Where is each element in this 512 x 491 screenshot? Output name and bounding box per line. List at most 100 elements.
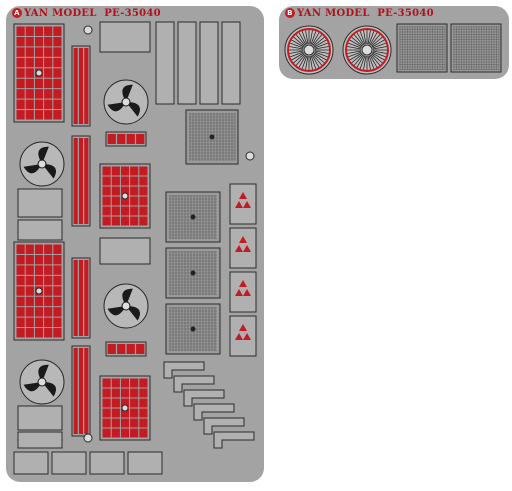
grille-a2-cell: [34, 328, 44, 338]
grille-a1-cell: [25, 26, 34, 36]
grille-a4-cell: [120, 388, 130, 398]
grille-a1-cell: [53, 89, 62, 99]
fan-a1-blade: [42, 164, 57, 179]
fan-b2-spoke: [367, 55, 371, 70]
slats-a1-slat: [84, 48, 89, 124]
fan-b2-spoke: [372, 51, 386, 58]
grille-a1-frame: [13, 23, 65, 123]
grille-a4-cell: [120, 418, 130, 428]
grille-a3-cell: [102, 176, 111, 186]
grille-a3-cell: [111, 176, 120, 186]
fan-b1-spoke: [314, 46, 329, 50]
grille-a2-cell: [44, 244, 53, 254]
hole-a3: [245, 151, 255, 161]
grille-a3-cell: [130, 166, 139, 176]
fan-b2-spoke: [370, 54, 381, 66]
grille-a4-cell: [111, 388, 120, 398]
slats-a4-slat: [73, 348, 78, 434]
grille-a1-cell: [53, 57, 62, 68]
bracket-part: [213, 431, 255, 449]
fan-b1-spoke: [314, 50, 329, 54]
grille-a1-cell: [25, 36, 34, 47]
slats-a1-slat: [73, 48, 78, 124]
grille-a1-cell: [16, 89, 25, 99]
fan-b1-spoke: [295, 54, 306, 66]
fan-b2-spoke: [369, 32, 378, 46]
fan-b2-spoke: [368, 31, 375, 45]
fan-b1-spoke: [309, 30, 313, 45]
grille-a4-cell: [120, 408, 130, 418]
grille-a3-cell: [120, 166, 130, 176]
fan-b2-spoke: [371, 52, 385, 61]
grille-a4-cell: [102, 388, 111, 398]
grille-a4-cell: [139, 388, 148, 398]
grille-a4-cell: [111, 398, 120, 408]
slats-a6-frame: [105, 341, 147, 357]
fan-b2-spoke: [359, 31, 366, 45]
grille-a4-cell: [139, 418, 148, 428]
fan-b1-spoke: [314, 51, 328, 58]
bracket-part: [173, 375, 215, 393]
slats-a5-slat: [136, 134, 145, 144]
fan-b2-spoke: [356, 32, 365, 46]
slats-a6-slat: [107, 344, 116, 354]
badge-plate: [229, 227, 257, 269]
plate-a6: [99, 237, 151, 265]
grille-a4-cell: [102, 408, 111, 418]
fan-b1-spoke: [290, 51, 304, 58]
bracket-part: [203, 417, 245, 435]
hole-a2: [83, 433, 93, 443]
slats-a3-slat: [84, 260, 89, 336]
fan-b1-spoke: [312, 54, 323, 66]
fan-b1-spoke: [313, 52, 327, 61]
grille-a1-hole: [35, 69, 43, 77]
slats-a1-frame: [71, 45, 91, 127]
grille-a2-cell: [44, 328, 53, 338]
logo-mark: [235, 236, 251, 252]
grille-a3-cell: [102, 206, 111, 216]
grille-a3-cell: [111, 166, 120, 176]
grille-a1-cell: [25, 57, 34, 68]
grille-a2-cell: [53, 317, 62, 328]
frame-bar: [155, 21, 175, 105]
fan-a2-hub: [37, 377, 47, 387]
grille-a2-cell: [44, 254, 53, 265]
slats-a2-slat: [78, 138, 84, 224]
grille-a2-cell: [25, 317, 34, 328]
fret-a-brand: YAN MODEL: [24, 8, 97, 19]
slats-a6-slat: [126, 344, 135, 354]
fan-b1-spoke: [289, 50, 304, 54]
grille-a1-cell: [44, 110, 53, 120]
grille-a2-cell: [25, 307, 34, 317]
grille-a3-cell: [139, 216, 148, 226]
fan-b1-spoke: [289, 46, 304, 50]
fan-a4-hub: [121, 301, 131, 311]
grille-a1-cell: [25, 89, 34, 99]
grille-a3-cell: [120, 206, 130, 216]
grille-a3-cell: [102, 196, 111, 206]
mesh-a4-center: [190, 326, 196, 332]
grille-a4-cell: [111, 408, 120, 418]
grille-a4-frame: [99, 375, 151, 441]
fan-b2-spoke: [356, 54, 365, 68]
plate-a3: [17, 405, 63, 431]
fan-b2-spoke: [353, 54, 364, 66]
bracket-part: [163, 361, 205, 379]
grille-a2-cell: [53, 328, 62, 338]
slats-a3-slat: [73, 260, 78, 336]
grille-a2-cell: [16, 286, 25, 296]
grille-a3-cell: [120, 186, 130, 196]
grille-a3-cell: [111, 186, 120, 196]
grille-a4-hole: [121, 404, 129, 412]
slats-a5-slat: [107, 134, 116, 144]
grille-a1-cell: [25, 78, 34, 89]
grille-a2-cell: [34, 317, 44, 328]
slats-a5-slat: [117, 134, 126, 144]
base-plate: [89, 451, 125, 475]
grille-a4-cell: [139, 428, 148, 438]
fret-a-parts: [13, 21, 257, 475]
grille-a1-cell: [16, 68, 25, 78]
fan-b2-spoke: [353, 34, 364, 46]
fan-b1-spoke: [311, 32, 320, 46]
grille-a4-cell: [130, 428, 139, 438]
